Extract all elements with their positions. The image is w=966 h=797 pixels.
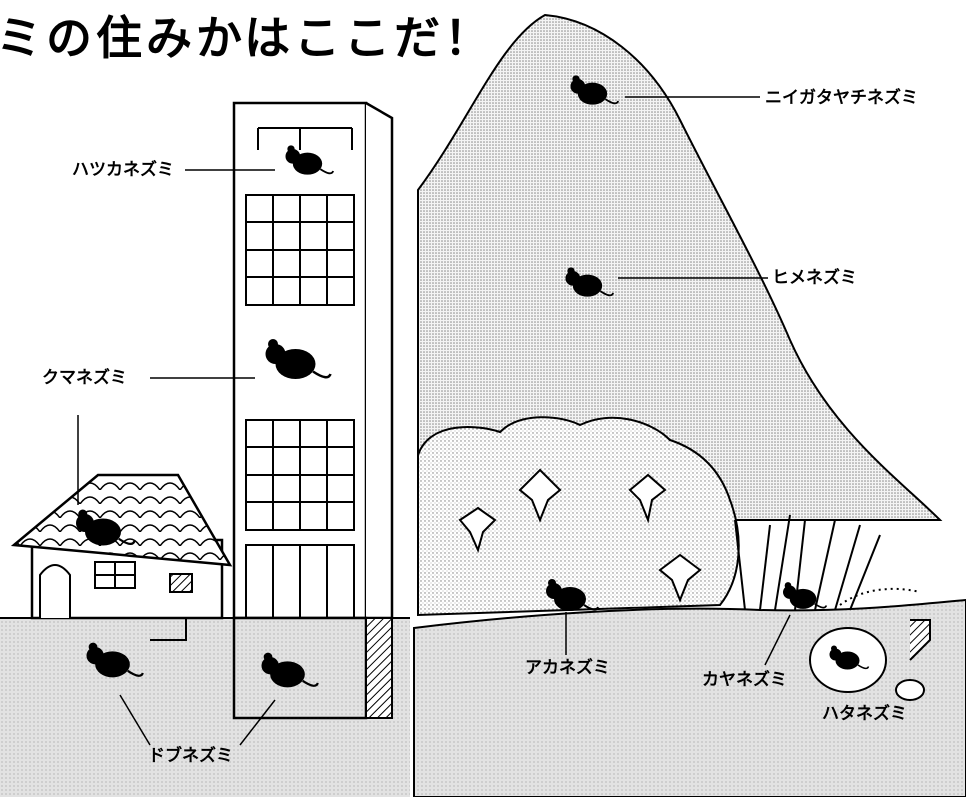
label-kayanezumi: カヤネズミ — [702, 670, 787, 690]
ground-right — [413, 598, 966, 797]
label-hatsukanezumi: ハツカネズミ — [72, 160, 174, 180]
label-niigatayachinezumi: ニイガタヤチネズミ — [765, 88, 918, 108]
leader-lines — [77, 96, 791, 746]
forest — [417, 416, 740, 617]
label-hatanezumi: ハタネズミ — [822, 704, 907, 724]
label-akanezumi: アカネズミ — [525, 658, 610, 678]
label-dobunezumi: ドブネズミ — [148, 746, 233, 766]
building-foundation — [365, 617, 393, 719]
label-kumanezumi: クマネズミ — [42, 368, 127, 388]
dotted-trail — [839, 587, 921, 606]
label-himenezumi: ヒメネズミ — [772, 268, 857, 288]
building — [232, 101, 394, 620]
mountain — [417, 13, 943, 521]
building-windows — [245, 194, 355, 619]
house — [10, 473, 233, 620]
page-title: ミの住みかはここだ！ — [0, 11, 495, 65]
sewer-pipe — [150, 618, 187, 641]
forest-trees — [458, 468, 702, 603]
